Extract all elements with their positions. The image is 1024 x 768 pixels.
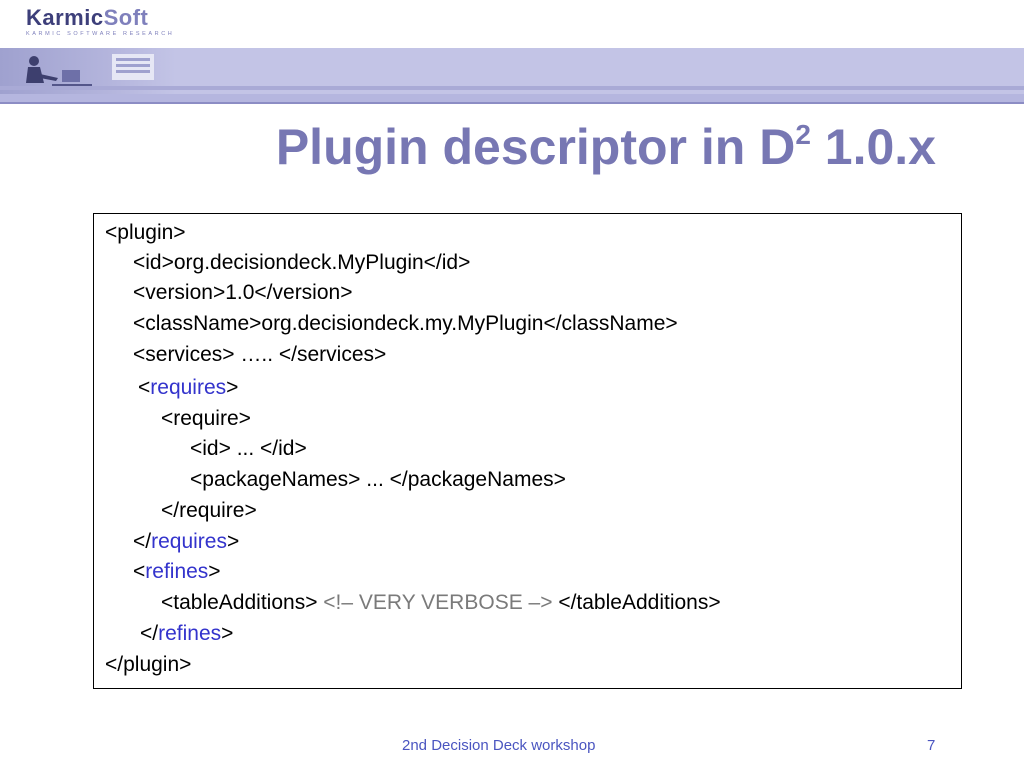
logo-name-part2: Soft: [103, 5, 149, 30]
code-tag: <: [133, 560, 146, 583]
code-keyword: requires: [151, 530, 227, 553]
code-line: <refines>: [133, 560, 221, 584]
banner-stripe: [0, 86, 1024, 90]
code-tag: >: [226, 530, 240, 553]
code-line: </requires>: [133, 530, 239, 554]
code-tag: >: [221, 622, 234, 645]
code-line: <requires>: [138, 376, 238, 400]
footer-text: 2nd Decision Deck workshop: [402, 737, 596, 754]
code-keyword: requires: [150, 376, 227, 399]
code-tag: <tableAdditions>: [161, 591, 324, 614]
logo-tagline: KARMIC SOFTWARE RESEARCH: [26, 31, 175, 37]
code-keyword: refines: [145, 560, 209, 583]
banner-divider: [0, 102, 1024, 104]
banner-photo: [0, 48, 176, 102]
code-tag: >: [226, 376, 239, 399]
code-line: <tableAdditions> <!– VERY VERBOSE –> </t…: [161, 591, 721, 615]
slide-title: Plugin descriptor in D2 1.0.x: [276, 118, 936, 176]
karmicsoft-logo: KarmicSoft KARMIC SOFTWARE RESEARCH: [26, 6, 175, 38]
logo-name: KarmicSoft: [26, 6, 174, 30]
code-line: <version>1.0</version>: [133, 281, 353, 304]
code-line: <services> ….. </services>: [133, 343, 387, 366]
header-banner: [0, 48, 1024, 102]
code-comment: <!– VERY VERBOSE –>: [323, 591, 553, 614]
title-superscript: 2: [795, 119, 811, 150]
code-line: </refines>: [140, 622, 233, 646]
title-version: 1.0.x: [810, 119, 936, 175]
code-tag: >: [208, 560, 221, 583]
code-tag: </: [140, 622, 159, 645]
code-tag: <: [138, 376, 151, 399]
code-line: <id>org.decisiondeck.MyPlugin</id>: [133, 251, 471, 274]
code-line: </plugin>: [105, 653, 192, 676]
code-box: <plugin> <id>org.decisiondeck.MyPlugin</…: [93, 213, 962, 689]
logo-name-part1: Karmic: [26, 5, 104, 30]
code-line: <className>org.decisiondeck.my.MyPlugin<…: [133, 312, 678, 335]
person-at-desk-icon: [26, 54, 154, 87]
code-keyword: refines: [158, 622, 222, 645]
code-line: </require>: [161, 499, 257, 522]
code-line: <packageNames> ... </packageNames>: [190, 468, 566, 491]
code-line: <id> ... </id>: [190, 437, 307, 460]
code-line: <require>: [161, 407, 251, 430]
title-main: Plugin descriptor in D: [275, 119, 796, 175]
page-number: 7: [927, 737, 936, 754]
code-line: <plugin>: [105, 221, 186, 244]
code-tag: </: [133, 530, 152, 553]
banner-stripe-lower: [0, 94, 1024, 102]
code-tag: </tableAdditions>: [552, 591, 721, 614]
